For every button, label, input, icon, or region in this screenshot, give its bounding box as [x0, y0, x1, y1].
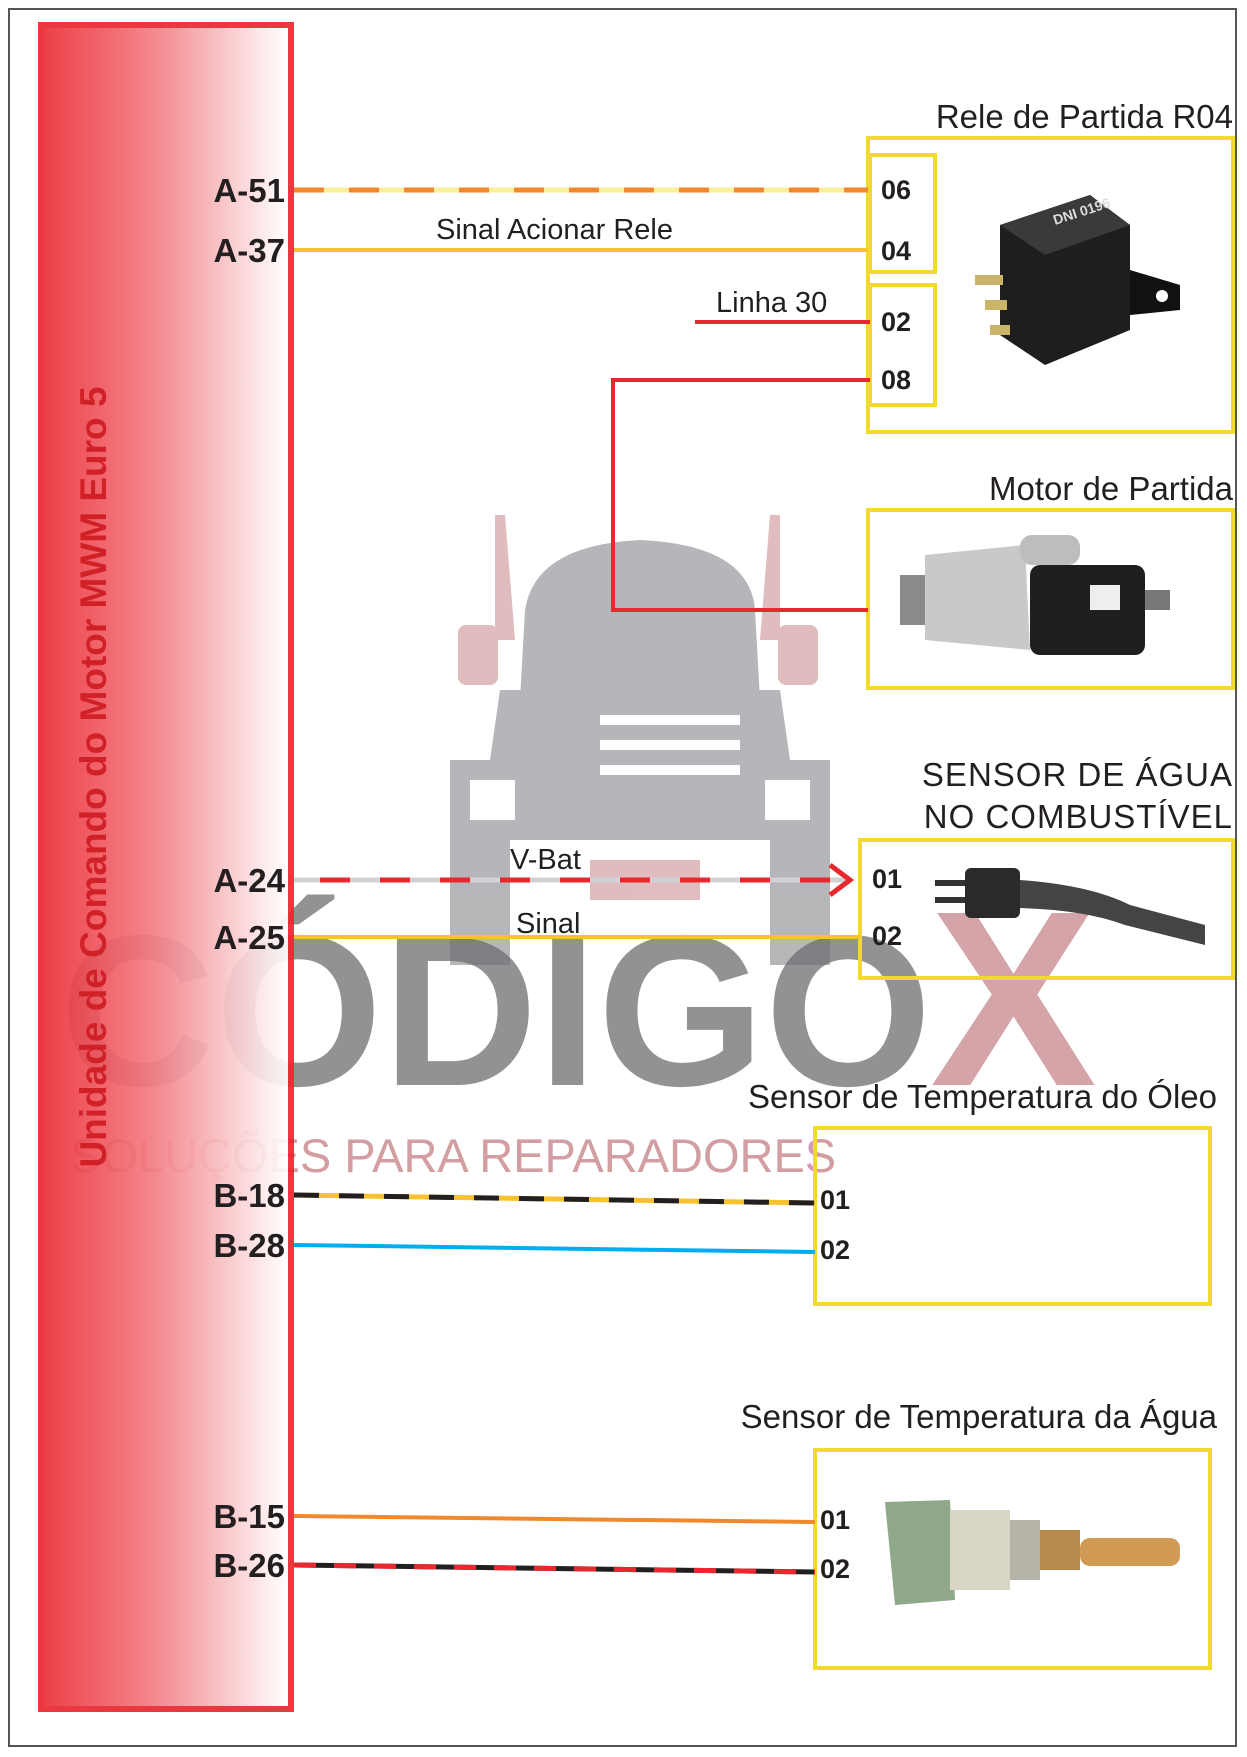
- page-frame: [8, 8, 1237, 1747]
- relay-image: DNI 0196: [975, 194, 1180, 365]
- oil-temp-terminal-02: 02: [820, 1235, 851, 1265]
- pin-b18: B-18: [213, 1177, 285, 1214]
- relay-terminal-08: 08: [881, 365, 912, 395]
- wire-relay-08-starter: [611, 378, 870, 612]
- starter-box: [866, 508, 1235, 690]
- water-temp-sensor-box: [813, 1448, 1212, 1670]
- pin-b28: B-28: [213, 1227, 285, 1264]
- wire-b28: [293, 1243, 816, 1254]
- wire-label-a37: Sinal Acionar Rele: [436, 214, 673, 246]
- ecu-block: [38, 22, 294, 1712]
- starter-title: Motor de Partida: [989, 470, 1233, 507]
- water-temp-terminal-01: 01: [820, 1505, 851, 1535]
- relay-pin-box-1: [868, 153, 937, 274]
- pin-b26: B-26: [213, 1547, 285, 1584]
- pin-a25: A-25: [213, 919, 285, 956]
- arrow-icon: [828, 863, 855, 897]
- oil-temp-terminal-01: 01: [820, 1185, 851, 1215]
- wire-b26: [293, 1562, 816, 1575]
- water-temp-sensor-title: Sensor de Temperatura da Água: [740, 1398, 1217, 1435]
- pin-a37: A-37: [213, 232, 285, 269]
- relay-title: Rele de Partida R04: [935, 98, 1233, 135]
- water-fuel-terminal-02: 02: [872, 921, 903, 951]
- relay-terminal-04: 04: [881, 236, 912, 266]
- pin-a51: A-51: [213, 172, 285, 209]
- pin-b15: B-15: [213, 1498, 285, 1535]
- water-fuel-sensor-title-1: SENSOR DE ÁGUA: [921, 756, 1233, 793]
- wire-label-a25: Sinal: [516, 908, 581, 940]
- wire-label-a24: V-Bat: [510, 844, 581, 876]
- pin-a24: A-24: [213, 862, 285, 899]
- water-temp-sensor-image: [885, 1500, 1180, 1605]
- water-temp-terminal-02: 02: [820, 1554, 851, 1584]
- relay-terminal-06: 06: [881, 175, 912, 205]
- relay-terminal-02: 02: [881, 307, 912, 337]
- starter-motor-image: [900, 535, 1170, 655]
- water-fuel-sensor-title-2: NO COMBUSTÍVEL: [923, 798, 1233, 835]
- water-fuel-sensor-box: [858, 838, 1235, 980]
- oil-temp-sensor-box: [813, 1126, 1212, 1306]
- wire-b15: [293, 1514, 816, 1524]
- water-fuel-sensor-image: [935, 868, 1205, 945]
- relay-pin-box-2: [868, 283, 937, 407]
- oil-temp-sensor-title: Sensor de Temperatura do Óleo: [747, 1078, 1217, 1115]
- wire-a24: [294, 863, 855, 897]
- truck-logo: [450, 515, 830, 965]
- wire-b18: [293, 1192, 816, 1206]
- wire-label-line30: Linha 30: [716, 287, 828, 319]
- water-fuel-terminal-01: 01: [872, 864, 903, 894]
